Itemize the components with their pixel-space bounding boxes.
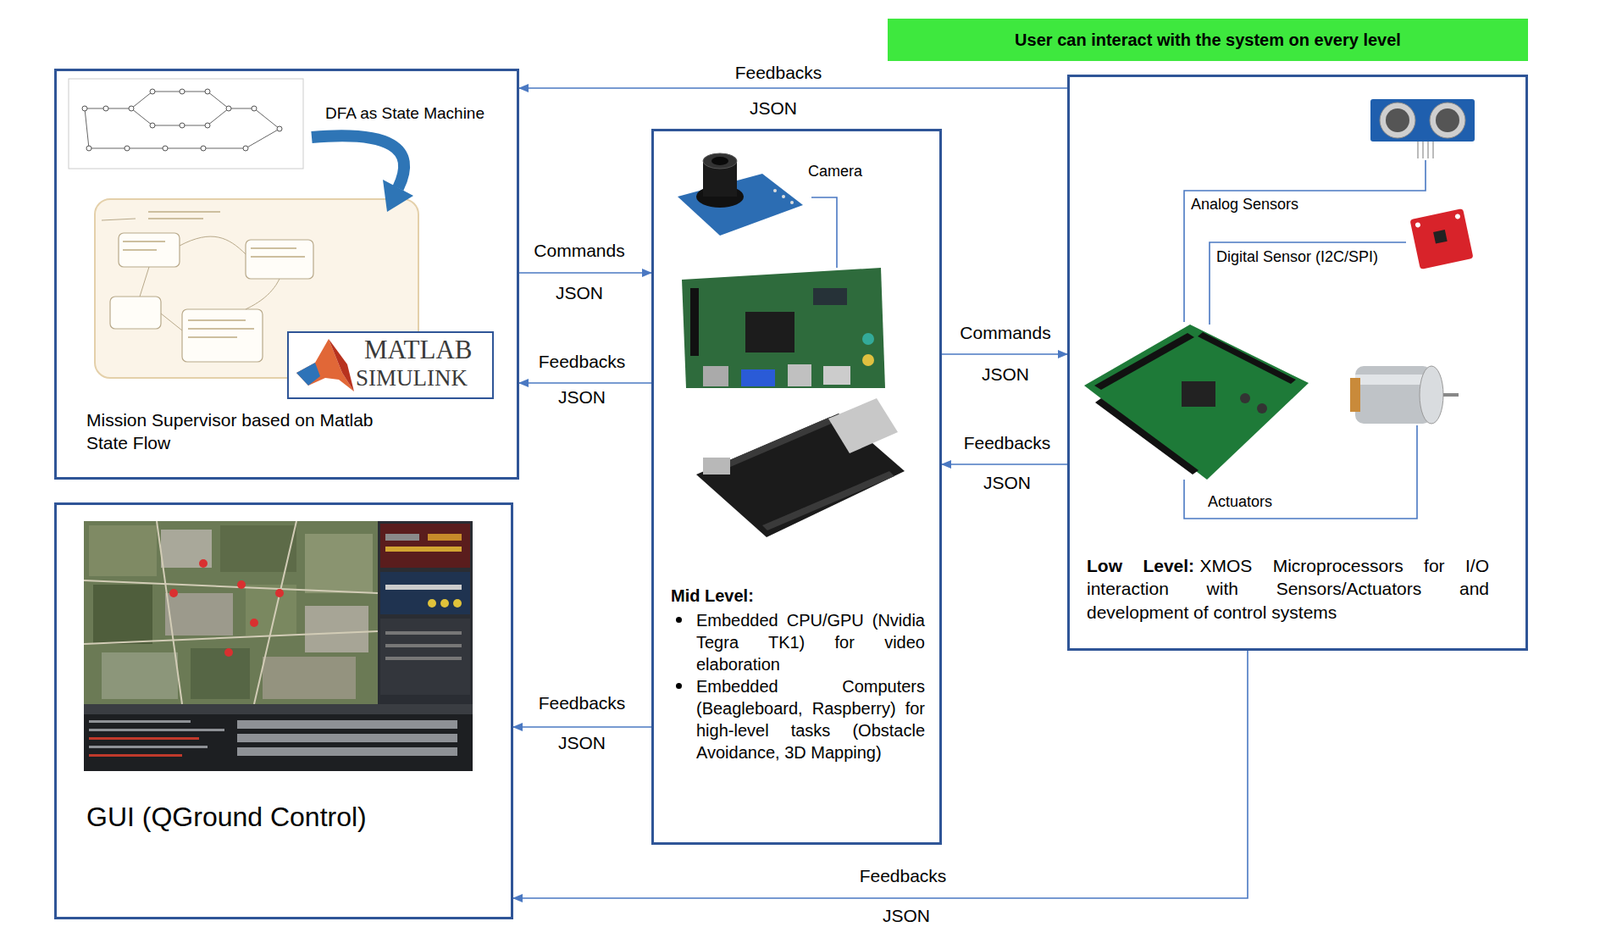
label-holder: SIMULINK (355, 365, 468, 392)
format-label: JSON (747, 98, 799, 118)
box-caption: Mission Supervisor based on Matlab State… (86, 408, 375, 455)
transform-arrow (311, 135, 414, 212)
edge-label-holder: Feedbacks (732, 62, 825, 84)
json-link-arrow (941, 463, 1068, 466)
json-link-arrow (519, 382, 652, 384)
edge-label: Feedbacks (961, 432, 1054, 454)
part-label: Camera (806, 163, 864, 181)
bullet-dot (675, 616, 682, 623)
format-label: JSON (981, 472, 1033, 493)
beagleboard (696, 398, 905, 538)
dc-motor (1350, 365, 1459, 424)
edge-label-holder: Feedbacks (857, 865, 950, 886)
gui-screenshot (83, 520, 473, 771)
box-heading: Mid Level: (670, 586, 925, 606)
logo-text: SIMULINK (355, 365, 468, 392)
bullet-item: Embedded CPU/GPU (Nvidia Tegra TK1) for … (670, 608, 925, 676)
text-holder: DFA as State Machine (325, 104, 508, 123)
module-box: DFA as State MachineMission Supervisor b… (54, 68, 520, 480)
edge-label: Feedbacks (857, 865, 950, 886)
text-holder: Mission Supervisor based on Matlab State… (86, 408, 375, 455)
edge-label-holder: Commands (531, 240, 627, 261)
label-holder: JSON (556, 387, 608, 407)
leader-lines (811, 160, 1426, 519)
matlab-logo (287, 332, 493, 399)
json-link-arrow (513, 725, 652, 728)
banner: User can interact with the system on eve… (887, 18, 1529, 61)
bullet-text: Embedded CPU/GPU (Nvidia Tegra TK1) for … (696, 608, 925, 676)
label-holder: Actuators (1206, 493, 1274, 511)
json-link-arrow (941, 353, 1068, 355)
part-label: Digital Sensor (I2C/SPI) (1214, 249, 1380, 266)
label-holder: JSON (880, 905, 932, 925)
label-holder: Camera (806, 163, 864, 181)
digital-sensor (1409, 208, 1473, 270)
ultrasonic-sensor (1370, 99, 1475, 159)
label-holder: JSON (556, 732, 608, 753)
label-holder: JSON (553, 282, 605, 303)
format-label: JSON (880, 905, 932, 925)
edge-label: Feedbacks (536, 351, 629, 372)
format-label: JSON (556, 387, 608, 407)
tegra-board (681, 267, 886, 388)
module-box: GUI (QGround Control) (54, 502, 514, 920)
format-label: JSON (556, 732, 608, 753)
label-holder: JSON (981, 472, 1033, 493)
box-description: Low Level:XMOS Microprocessors for I/O i… (1086, 553, 1490, 624)
format-label: JSON (553, 282, 605, 303)
label-holder: Analog Sensors (1189, 196, 1301, 214)
json-link-arrow (519, 271, 652, 274)
format-label: JSON (979, 364, 1031, 384)
part-label: Analog Sensors (1189, 196, 1301, 214)
logo-text: MATLAB (364, 335, 472, 365)
edge-label-holder: Commands (957, 322, 1053, 344)
dfa-graph (68, 78, 304, 169)
box-caption: GUI (QGround Control) (86, 801, 493, 833)
bullet-item: Embedded Computers (Beagleboard, Raspber… (670, 675, 925, 764)
edge-label-holder: Feedbacks (961, 432, 1054, 454)
json-link-arrow (513, 650, 1248, 898)
box-heading: Low Level: (1086, 555, 1195, 576)
label-holder: JSON (747, 98, 799, 118)
camera-module (677, 153, 803, 236)
text-holder: Low Level:XMOS Microprocessors for I/O i… (1086, 553, 1490, 624)
xmos-board (1084, 324, 1309, 480)
edge-label-holder: Feedbacks (536, 351, 629, 372)
edge-label: Feedbacks (732, 62, 825, 84)
label-holder: JSON (979, 364, 1031, 384)
annotation-text: DFA as State Machine (325, 104, 508, 123)
label-holder: Digital Sensor (I2C/SPI) (1214, 249, 1380, 266)
module-box: Low Level:XMOS Microprocessors for I/O i… (1067, 74, 1529, 651)
text-holder: GUI (QGround Control) (86, 801, 493, 833)
part-label: Actuators (1206, 493, 1274, 511)
label-holder: MATLAB (364, 335, 472, 365)
banner-text: User can interact with the system on eve… (1004, 30, 1412, 50)
edge-label: Commands (957, 322, 1053, 344)
text-holder: Mid Level:Embedded CPU/GPU (Nvidia Tegra… (670, 586, 925, 764)
bullet-text: Embedded Computers (Beagleboard, Raspber… (696, 675, 925, 764)
edge-label-holder: Feedbacks (536, 692, 629, 714)
module-box: Mid Level:Embedded CPU/GPU (Nvidia Tegra… (651, 128, 942, 845)
edge-label: Feedbacks (536, 692, 629, 714)
edge-label: Commands (531, 240, 627, 261)
json-link-arrow (519, 87, 1068, 89)
bullet-dot (675, 682, 682, 689)
